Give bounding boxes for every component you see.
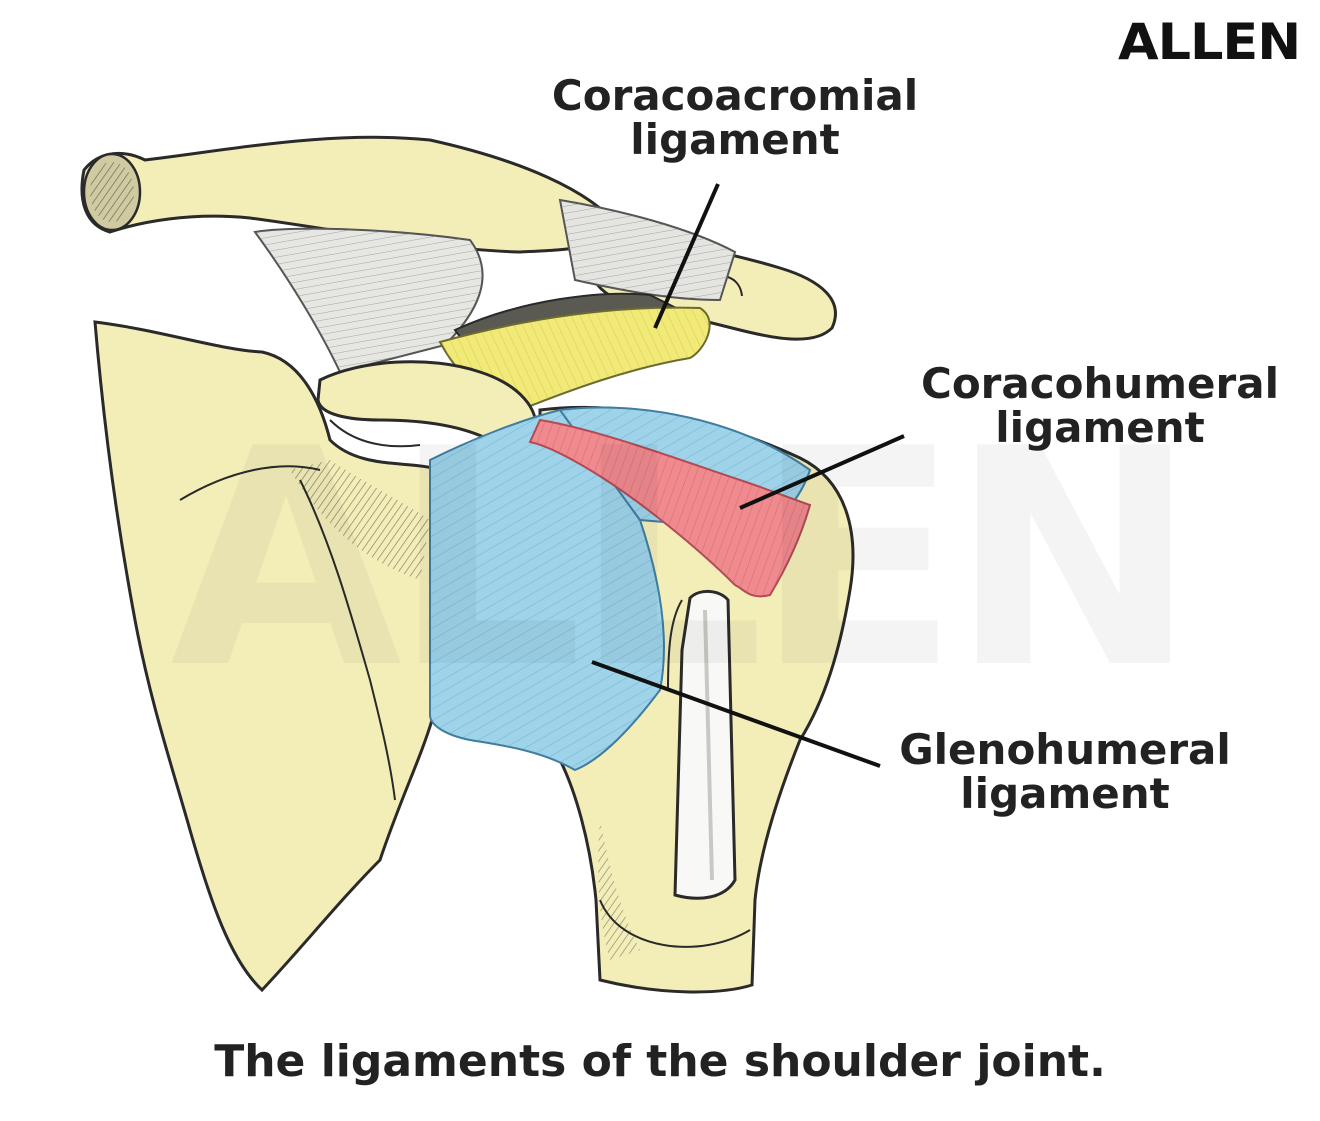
watermark: ALLEN [170,410,1170,710]
scapula [93,320,442,993]
label-glenohumeral-line1: Glenohumeral [899,725,1231,774]
label-glenohumeral-line2: ligament [960,769,1170,818]
brand-logo: ALLEN [1118,13,1301,71]
label-coracoacromial-line2: ligament [630,115,840,164]
figure-caption: The ligaments of the shoulder joint. [214,1036,1106,1087]
label-glenohumeral-ligament: Glenohumeral ligament [890,728,1240,816]
label-coracohumeral-ligament: Coracohumeral ligament [910,362,1290,450]
label-coracohumeral-line2: ligament [995,403,1205,452]
label-coracohumeral-line1: Coracohumeral [921,359,1279,408]
coracoclavicular-ligament [253,227,484,374]
leader-line-glenohumeral [591,660,881,768]
label-coracoacromial-line1: Coracoacromial [551,71,919,120]
coracoacromial-band [558,198,737,302]
leader-line-coracoacromial [653,183,720,329]
label-coracoacromial-ligament: Coracoacromial ligament [540,74,930,162]
clavicle [80,135,622,254]
biceps-tendon [667,590,737,900]
leader-line-coracohumeral [739,434,905,510]
coracohumeral-ligament [528,418,812,598]
